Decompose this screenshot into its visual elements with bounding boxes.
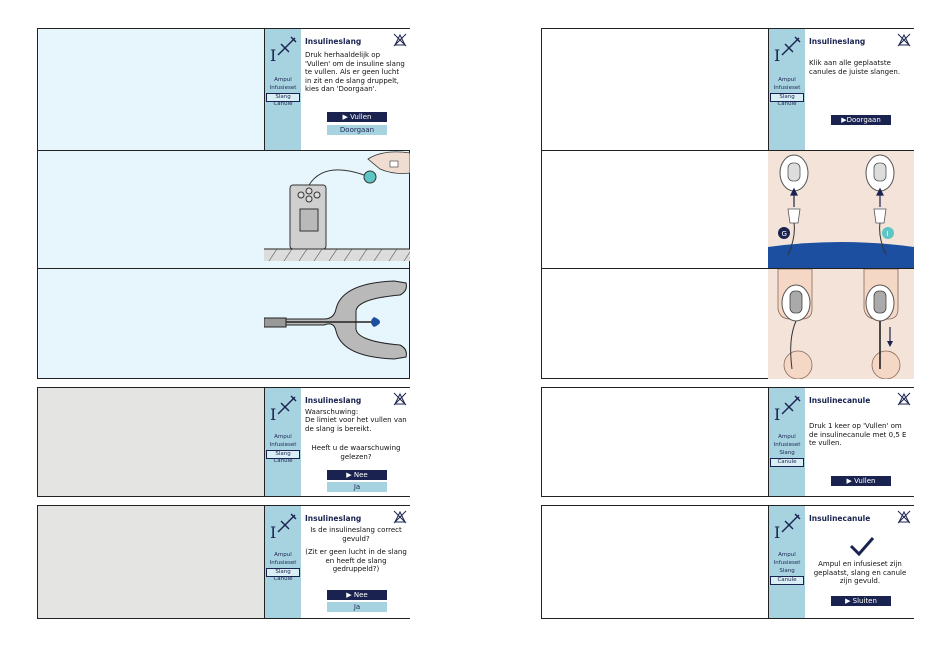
- sidebar-item-slang: Slang: [779, 450, 795, 456]
- svg-text:I: I: [774, 523, 780, 542]
- device-screen-warning: I Ampul Infusieset Slang Canule Insuline…: [264, 388, 411, 496]
- pump-tube-illustration: [264, 151, 410, 262]
- warning-text: De limiet voor het vullen van de slang i…: [305, 416, 407, 433]
- sidebar-item-canule: Canule: [273, 458, 293, 464]
- checkmark-icon: [849, 537, 875, 556]
- insulin-syringe-icon: I: [774, 513, 801, 542]
- i-badge: I: [887, 230, 889, 238]
- sidebar-item-infusieset: Infusieset: [269, 442, 297, 448]
- screen-sidebar: I Ampul Infusieset Slang Canule: [265, 29, 301, 150]
- screen-sidebar: I Ampul Infusieset Slang Canule: [769, 506, 805, 618]
- cannula-connect-illustration: G I: [768, 151, 914, 268]
- left-confirm-panel: I Ampul Infusieset Slang Canule Insuline…: [37, 505, 411, 619]
- screen-title: Insulineslang: [305, 514, 362, 523]
- screen-sidebar: I Ampul Infusieset Slang Canule: [769, 388, 805, 496]
- row-divider: [38, 268, 409, 269]
- sidebar-item-infusieset: Infusieset: [269, 560, 297, 566]
- sidebar-item-infusieset: Infusieset: [773, 85, 801, 91]
- doorgaan-button[interactable]: ▶Doorgaan: [831, 115, 891, 125]
- right-complete-panel: I Ampul Infusieset Slang Canule Insuline…: [541, 505, 915, 619]
- screen-text: Druk 1 keer op 'Vullen' om de insulineca…: [809, 422, 907, 447]
- sidebar-item-ampul: Ampul: [778, 77, 796, 83]
- row-divider: [542, 268, 913, 269]
- screen-sidebar: I Ampul Infusieset Slang Canule: [265, 506, 301, 618]
- ja-button[interactable]: Ja: [327, 482, 387, 492]
- no-connection-icon: [393, 392, 407, 406]
- sidebar-item-canule: Canule: [770, 458, 804, 467]
- sidebar-item-slang: Slang: [266, 93, 300, 102]
- sidebar-item-ampul: Ampul: [778, 434, 796, 440]
- confirm-hint: (Zit er geen lucht in de slang en heeft …: [305, 548, 407, 573]
- svg-text:I: I: [774, 46, 780, 65]
- sidebar-item-slang: Slang: [266, 568, 300, 577]
- insulin-syringe-icon: I: [774, 395, 801, 424]
- screen-sidebar: I Ampul Infusieset Slang Canule: [769, 29, 805, 150]
- screen-sidebar: I Ampul Infusieset Slang Canule: [265, 388, 301, 496]
- device-screen-cannula-fill: I Ampul Infusieset Slang Canule Insuline…: [768, 388, 915, 496]
- sidebar-item-slang: Slang: [770, 93, 804, 102]
- device-screen-confirm: I Ampul Infusieset Slang Canule Insuline…: [264, 506, 411, 618]
- screen-title: Insulinecanule: [809, 396, 871, 405]
- no-connection-icon: [897, 33, 911, 47]
- ja-button[interactable]: Ja: [327, 602, 387, 612]
- device-screen-connect: I Ampul Infusieset Slang Canule Insuline…: [768, 29, 915, 150]
- screen-text: Druk herhaaldelijk op 'Vullen' om de ins…: [305, 51, 405, 93]
- sidebar-item-ampul: Ampul: [778, 552, 796, 558]
- row-divider: [542, 150, 913, 151]
- svg-text:I: I: [270, 405, 276, 424]
- g-badge: G: [782, 230, 787, 238]
- screen-title: Insulineslang: [305, 37, 362, 46]
- sidebar-item-slang: Slang: [779, 568, 795, 574]
- screen-title: Insulineslang: [809, 37, 866, 46]
- sidebar-item-ampul: Ampul: [274, 77, 292, 83]
- sidebar-item-canule: Canule: [273, 101, 293, 107]
- insulin-syringe-icon: I: [774, 36, 801, 65]
- sidebar-item-canule: Canule: [770, 576, 804, 585]
- sidebar-item-canule: Canule: [777, 101, 797, 107]
- no-connection-icon: [393, 510, 407, 524]
- nee-button[interactable]: ▶ Nee: [327, 470, 387, 480]
- sidebar-item-infusieset: Infusieset: [773, 442, 801, 448]
- left-instruction-panel: I Ampul Infusieset Slang Canule Insuline…: [37, 28, 411, 379]
- row-divider: [38, 150, 409, 151]
- sidebar-item-ampul: Ampul: [274, 552, 292, 558]
- right-cannula-fill-panel: I Ampul Infusieset Slang Canule Insuline…: [541, 387, 915, 497]
- cannula-insert-illustration: [768, 269, 914, 379]
- left-warning-panel: I Ampul Infusieset Slang Canule Insuline…: [37, 387, 411, 497]
- screen-text: Klik aan alle geplaatste canules de juis…: [809, 59, 901, 76]
- complete-text: Ampul en infusieset zijn geplaatst, slan…: [813, 560, 907, 585]
- no-connection-icon: [897, 510, 911, 524]
- insulin-syringe-icon: I: [270, 36, 297, 65]
- sidebar-item-infusieset: Infusieset: [269, 85, 297, 91]
- vullen-button[interactable]: ▶ Vullen: [327, 112, 387, 122]
- svg-text:I: I: [774, 405, 780, 424]
- right-instruction-panel: I Ampul Infusieset Slang Canule Insuline…: [541, 28, 915, 379]
- vullen-button[interactable]: ▶ Vullen: [831, 476, 891, 486]
- sidebar-item-infusieset: Infusieset: [773, 560, 801, 566]
- sidebar-item-canule: Canule: [273, 576, 293, 582]
- screen-title: Insulinecanule: [809, 514, 871, 523]
- device-screen-complete: I Ampul Infusieset Slang Canule Insuline…: [768, 506, 915, 618]
- screen-title: Insulineslang: [305, 396, 362, 405]
- svg-text:I: I: [270, 46, 276, 65]
- svg-text:I: I: [270, 523, 276, 542]
- sidebar-item-slang: Slang: [266, 450, 300, 459]
- warning-question: Heeft u de waarschuwing gelezen?: [311, 444, 401, 461]
- device-screen-fill-tube: I Ampul Infusieset Slang Canule Insuline…: [264, 29, 411, 150]
- no-connection-icon: [897, 392, 911, 406]
- confirm-question: Is de insulineslang correct gevuld?: [310, 526, 402, 543]
- nee-button[interactable]: ▶ Nee: [327, 590, 387, 600]
- no-connection-icon: [393, 33, 407, 47]
- insulin-syringe-icon: I: [270, 513, 297, 542]
- sluiten-button[interactable]: ▶ Sluiten: [831, 596, 891, 606]
- insulin-syringe-icon: I: [270, 395, 297, 424]
- sidebar-item-ampul: Ampul: [274, 434, 292, 440]
- connector-drop-illustration: [264, 280, 407, 360]
- doorgaan-button[interactable]: Doorgaan: [327, 125, 387, 135]
- warning-heading: Waarschuwing:: [305, 408, 359, 416]
